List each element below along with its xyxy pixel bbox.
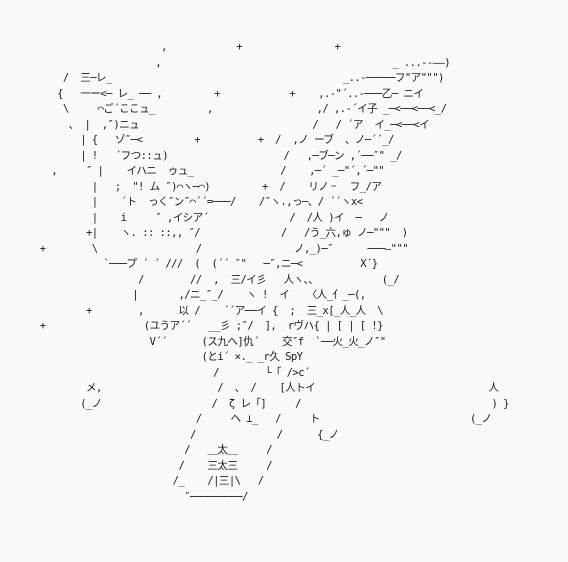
art-line: + \ / ノ,_)─″ ───—""" bbox=[34, 242, 409, 255]
art-line: +| ヽ. :: ::,, ″/ / /う_六,ゅ ノ─""" ) bbox=[34, 227, 408, 239]
art-line: / / {_ノ bbox=[34, 428, 339, 441]
art-line: | ´ト っく″ン″⌒´´=───/ /″ヽ.,っ─、/ ´´ヽx< bbox=[34, 196, 363, 208]
art-line: /_ /|三|\ / bbox=[34, 475, 265, 487]
art-line: | ; "! ム ″)⌒ヽ─⌒) + / リノ゠ フ_/ア bbox=[34, 180, 382, 193]
art-line: / // , 三/イ彡 人ヽ、、 (_/ bbox=[34, 273, 400, 286]
ascii-art: , + + , _ ...--——) / 三─レ_ _..-─────フ"ア""… bbox=[34, 40, 510, 505]
art-line: (_ノ / ζ レ「] / ) } bbox=[34, 397, 509, 410]
art-line: (とi´ ×._ _r久 SpY bbox=[34, 351, 304, 363]
art-line: | { ゾ″─< + + / ,ノ ーブ 、ノ─´´_/ bbox=[34, 134, 394, 146]
art-line: | ,/ニ_″_/ ヽ ! イ 〈人_亻_─(, bbox=[34, 289, 366, 301]
art-line: `───プ ´ ´ /// ( (´´ ″" ─″,ニ─< X´} bbox=[34, 258, 378, 270]
art-line: / 三太三 / bbox=[34, 459, 272, 472]
art-line: , _ ...--——) bbox=[34, 56, 451, 69]
art-line: , ″ | イハニ ゥュ_ / ,─´ _─"´,´─"" bbox=[34, 165, 385, 177]
art-line: / ＿太＿ / bbox=[34, 444, 272, 456]
art-line: メ, / 、 / [人トイ 人 bbox=[34, 382, 499, 394]
art-line: , + + bbox=[34, 41, 341, 53]
art-line: 、 | ,″)ニュ / / ´ア イ_─<──<イ bbox=[34, 118, 430, 131]
art-line: \ ⌒ご´ここュ_ , ,/ ,.-´イ子 _─<──<──<_/ bbox=[34, 103, 447, 115]
art-line: / 三─レ_ _..-─────フ"ア""") bbox=[34, 72, 445, 84]
art-line: { 一ー<─ レ_ ── , + + ,.-"´..-───乙─ ニイ bbox=[34, 87, 424, 100]
art-line: ″─────────/ bbox=[34, 490, 248, 503]
art-line: + , 以 / ´´ア──イ { ; 三_x[_人_人 \ bbox=[34, 304, 383, 317]
art-line: V´´ (ス九ヘ]仇´ 交″f `──火_火_ノ″" bbox=[34, 335, 387, 348]
art-line: | i ″ ,イシア´ / /人 )イ ─ ノ bbox=[34, 211, 389, 224]
art-line: | ! ´フつ::ュ) / ,─ブ─ン ,´──″" _/ bbox=[34, 149, 402, 162]
art-line: + (ユうア´´ __彡 ;″/ ], rヴハ{ | [ | [ !} bbox=[34, 320, 384, 332]
art-line: / ヘ ⊥_ / ト (_ノ bbox=[34, 413, 492, 425]
art-line: / └「 />c´ bbox=[34, 366, 310, 379]
